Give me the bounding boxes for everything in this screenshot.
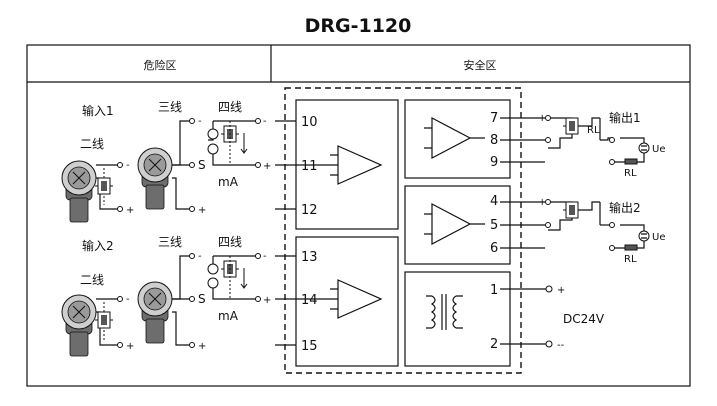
- input-2-four-wire: 四线: [218, 235, 242, 249]
- terminal-4: 4: [490, 194, 498, 209]
- input-1-4w-minus: -: [263, 116, 267, 127]
- input-2-s: S: [198, 292, 206, 306]
- transformer-icon: [426, 294, 463, 330]
- output-1-plus: +: [538, 113, 546, 124]
- input-2-two-wire: 二线: [80, 273, 104, 287]
- input-2-3w-plus: +: [198, 341, 206, 352]
- output-1-label: 输出1: [609, 110, 641, 125]
- output-2-wiring: [545, 199, 650, 251]
- terminal-13: 13: [301, 250, 318, 265]
- terminal-5: 5: [490, 218, 498, 233]
- input-1-4w-plus: +: [263, 161, 271, 172]
- input-2-2w-plus: +: [126, 341, 134, 352]
- amplifier-out1-icon: [424, 117, 485, 159]
- amplifier-1-icon: [330, 145, 383, 185]
- output-1-rl-bottom: RL: [624, 168, 637, 179]
- input-1-3w-plus: +: [198, 205, 206, 216]
- terminal-10: 10: [301, 115, 318, 130]
- output-1-wiring: [545, 115, 650, 165]
- diagram-title: DRG-1120: [305, 15, 412, 37]
- input-2-3w-minus: -: [198, 251, 202, 262]
- output-2-plus: +: [538, 197, 546, 208]
- power-label: DC24V: [563, 312, 605, 326]
- terminal-15: 15: [301, 339, 318, 354]
- output-1-rl-top: RL: [587, 125, 600, 136]
- terminal-1: 1: [490, 283, 498, 298]
- amplifier-2-icon: [330, 279, 383, 319]
- output-1-minus: -: [538, 135, 542, 146]
- input-2-three-wire: 三线: [158, 235, 182, 249]
- output-channel-2-box: [404, 185, 511, 265]
- input-2-label: 输入2: [82, 238, 114, 253]
- transmitter-2wire-2-icon: [61, 294, 97, 357]
- amplifier-out2-icon: [424, 203, 485, 245]
- terminal-11: 11: [301, 159, 318, 174]
- output-channel-1-box: [404, 99, 511, 179]
- input-1-two-wire: 二线: [80, 137, 104, 151]
- output-1-ue: Ue: [652, 144, 665, 155]
- power-minus: --: [557, 340, 565, 351]
- hazardous-zone-label: 危险区: [144, 58, 177, 72]
- terminal-6: 6: [490, 241, 498, 256]
- terminal-12: 12: [301, 203, 318, 218]
- input-1-s: S: [198, 158, 206, 172]
- outer-frame: [26, 44, 691, 387]
- output-2-ue: Ue: [652, 232, 665, 243]
- input-channel-2-box: [295, 236, 399, 367]
- transmitter-3wire-1-icon: [137, 147, 173, 210]
- terminal-9: 9: [490, 155, 498, 170]
- input-1-ma: mA: [218, 175, 239, 189]
- output-2-minus: -: [538, 220, 542, 231]
- transmitter-2wire-1-icon: [61, 160, 97, 223]
- transmitter-3wire-2-icon: [137, 281, 173, 344]
- input-1-group: [61, 118, 261, 223]
- terminal-2: 2: [490, 337, 498, 352]
- output-2-label: 输出2: [609, 200, 641, 215]
- terminal-7: 7: [490, 111, 498, 126]
- input-1-label: 输入1: [82, 103, 114, 118]
- power-plus: +: [557, 285, 565, 296]
- input-1-2w-minus: -: [126, 160, 130, 171]
- input-1-four-wire: 四线: [218, 100, 242, 114]
- terminal-8: 8: [490, 133, 498, 148]
- input-1-three-wire: 三线: [158, 100, 182, 114]
- power-supply-box: [404, 271, 511, 367]
- input-2-group: [61, 253, 261, 357]
- input-1-2w-plus: +: [126, 205, 134, 216]
- safe-zone-label: 安全区: [464, 58, 497, 72]
- input-1-3w-minus: -: [198, 116, 202, 127]
- output-2-rl-bottom: RL: [624, 254, 637, 265]
- input-2-4w-plus: +: [263, 295, 271, 306]
- terminal-14: 14: [301, 293, 318, 308]
- input-2-2w-minus: -: [126, 294, 130, 305]
- input-2-ma: mA: [218, 309, 239, 323]
- input-2-4w-minus: -: [263, 251, 267, 262]
